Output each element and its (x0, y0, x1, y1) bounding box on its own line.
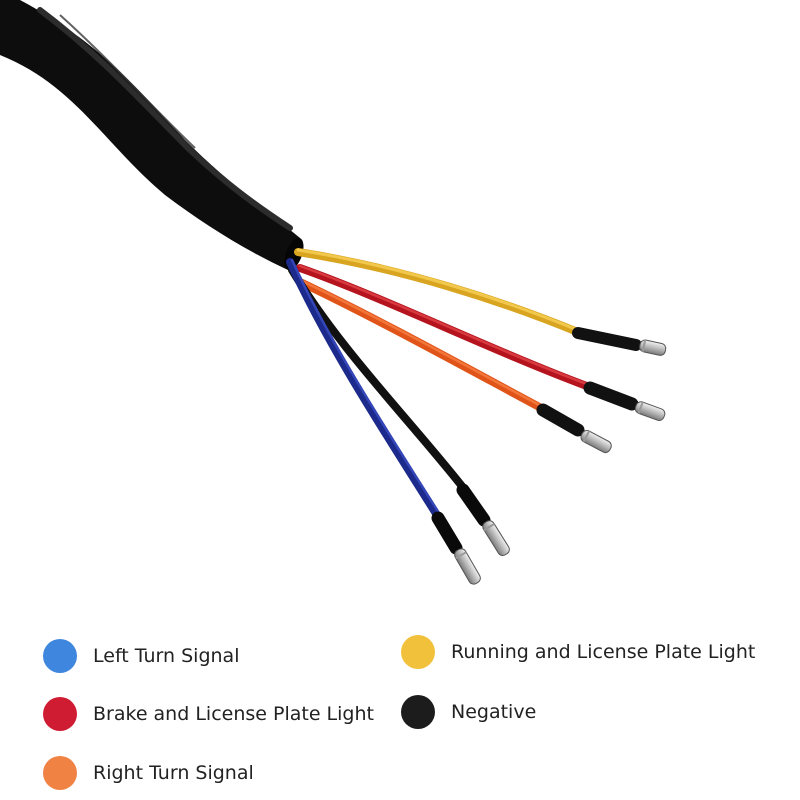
black-wire-terminal (482, 520, 510, 557)
red-dot-icon (43, 697, 77, 731)
blue-dot-icon (43, 639, 77, 673)
red-wire-terminal (634, 401, 666, 421)
orange-wire (296, 278, 612, 454)
legend-item-right-turn: Right Turn Signal (43, 753, 254, 793)
wiring-harness-illustration (0, 0, 667, 585)
legend-label-right-turn: Right Turn Signal (93, 762, 254, 784)
main-cable (0, 0, 304, 271)
blue-wire (286, 258, 481, 585)
red-wire (296, 264, 666, 421)
orange-wire-terminal (580, 429, 612, 454)
yellow-wire-terminal (639, 339, 667, 356)
orange-dot-icon (43, 756, 77, 790)
legend-item-brake: Brake and License Plate Light (43, 694, 374, 734)
legend-label-left-turn: Left Turn Signal (93, 645, 240, 667)
legend-label-brake: Brake and License Plate Light (93, 703, 374, 725)
black-wire (288, 266, 510, 557)
yellow-dot-icon (401, 635, 435, 669)
legend-label-running: Running and License Plate Light (451, 641, 756, 663)
legend-item-negative: Negative (401, 692, 536, 732)
yellow-wire (294, 248, 667, 356)
legend-item-running: Running and License Plate Light (401, 632, 755, 672)
black-dot-icon (401, 695, 435, 729)
legend-label-negative: Negative (451, 701, 537, 723)
legend-item-left-turn: Left Turn Signal (43, 636, 239, 676)
blue-wire-terminal (454, 548, 481, 585)
